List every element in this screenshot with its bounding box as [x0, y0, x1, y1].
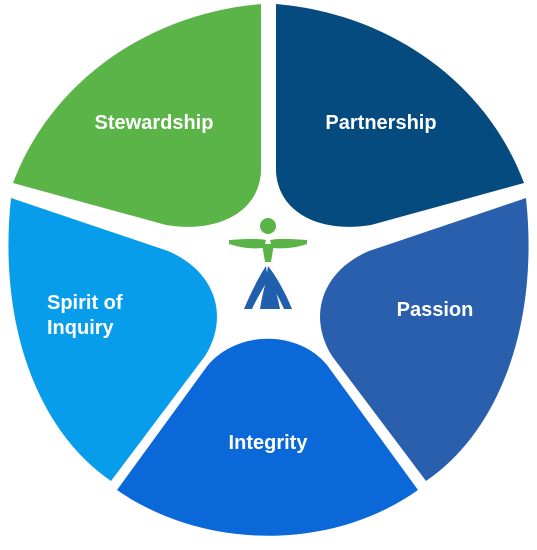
label-spirit-of-inquiry-line2: Inquiry	[47, 317, 115, 339]
label-integrity: Integrity	[229, 432, 309, 454]
segment-stewardship	[13, 4, 261, 227]
segment-spirit-of-inquiry	[8, 198, 217, 481]
segment-passion	[320, 198, 529, 481]
segment-integrity	[117, 338, 418, 536]
segment-partnership	[276, 4, 524, 227]
label-passion: Passion	[397, 299, 474, 321]
label-spirit-of-inquiry-line1: Spirit of	[47, 292, 123, 314]
label-partnership: Partnership	[325, 112, 436, 134]
figure-logo-icon	[229, 218, 307, 309]
label-stewardship: Stewardship	[95, 112, 214, 134]
